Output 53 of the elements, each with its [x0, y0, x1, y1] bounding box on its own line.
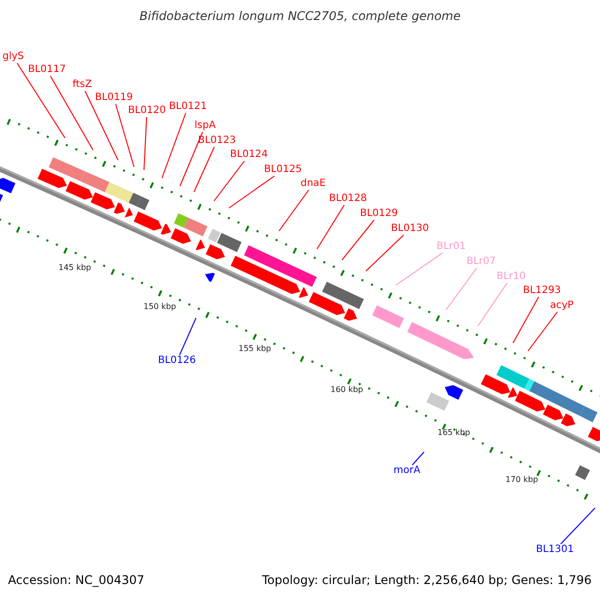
gene-label: acyP	[550, 300, 574, 312]
gene-label: BL0119	[95, 92, 133, 104]
leader-line	[278, 190, 310, 232]
leader-line	[214, 160, 245, 202]
gene-label: BL0124	[230, 149, 268, 161]
gene-label: BL0129	[360, 208, 398, 220]
leader-line	[115, 104, 134, 168]
gene-label: BL0126	[158, 355, 196, 367]
gene-label: glyS	[2, 51, 24, 63]
gene-label: lspA	[194, 120, 216, 132]
leader-line	[228, 176, 275, 208]
scale-label: 160 kbp	[330, 384, 364, 396]
leader-line	[396, 252, 443, 286]
gene-label: BL0130	[391, 223, 429, 235]
leader-line	[50, 76, 94, 150]
gene-label: BL0117	[28, 64, 66, 76]
leader-line	[180, 132, 204, 186]
leader-line	[194, 146, 215, 192]
leader-line	[162, 112, 186, 178]
leader-line	[366, 234, 404, 272]
gene-label: ftsZ	[72, 79, 92, 91]
leader-line	[560, 508, 596, 544]
leader-line	[446, 268, 478, 310]
gene-label: BL0121	[169, 101, 207, 113]
gene-label: BLr10	[496, 271, 526, 283]
leader-line	[316, 204, 345, 250]
scale-label: 165 kbp	[438, 427, 470, 439]
leader-line	[478, 282, 508, 326]
scale-label: 170 kbp	[506, 474, 538, 486]
leader-line	[412, 452, 424, 466]
gene-label: morA	[394, 465, 420, 477]
title: Bifidobacterium longum NCC2705, complete genome	[140, 10, 461, 22]
gene-label: BL0123	[198, 135, 236, 147]
genome-summary-text: Topology: circular; Length: 2,256,640 bp; Genes: 1,796	[262, 574, 592, 586]
gene-label: dnaE	[300, 178, 326, 190]
scale-label: 155 kbp	[238, 343, 272, 355]
gene-label: BLr01	[436, 241, 466, 253]
gene-label: BL0120	[128, 105, 166, 117]
leader-line	[84, 90, 118, 160]
leader-line	[16, 62, 66, 138]
leader-line	[179, 318, 196, 356]
gene-label: BL0125	[264, 164, 302, 176]
leader-line	[512, 296, 540, 344]
leader-line	[342, 220, 375, 260]
scale-label: 145 kbp	[58, 262, 92, 274]
gene-label: BL1293	[523, 285, 561, 297]
leader-line	[528, 312, 558, 352]
gene-label: BL1301	[536, 544, 574, 556]
leader-line	[144, 116, 148, 170]
scale-label: 150 kbp	[144, 301, 176, 313]
gene-label: BLr07	[466, 256, 496, 268]
accession-text: Accession: NC_004307	[8, 574, 144, 586]
gene-label: BL0128	[329, 193, 367, 205]
